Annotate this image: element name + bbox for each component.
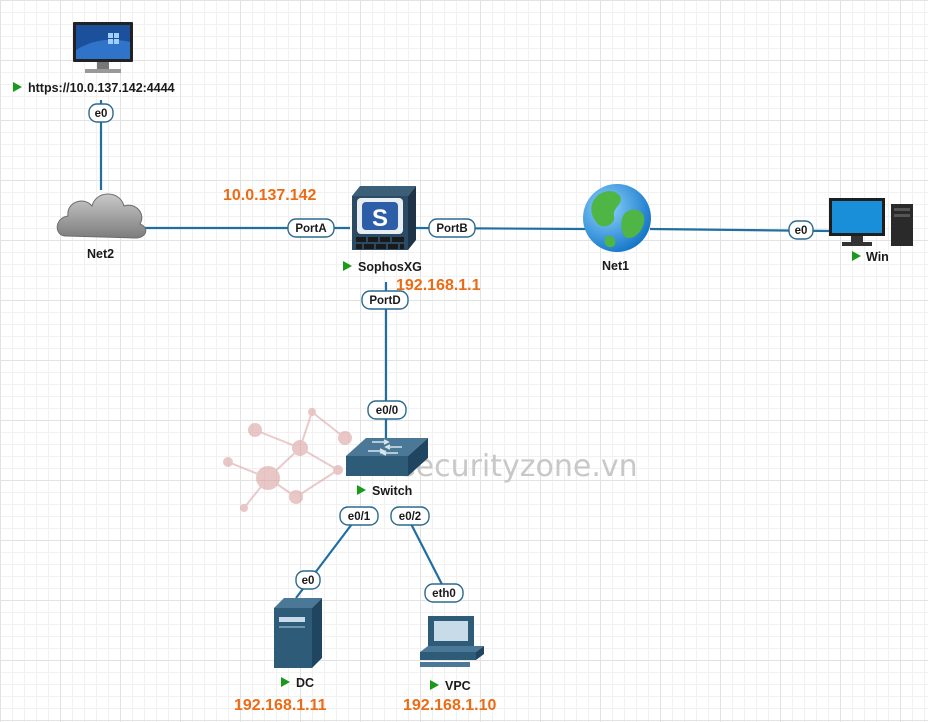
links bbox=[99, 100, 831, 601]
server-tower-icon bbox=[274, 598, 322, 668]
svg-text:e0: e0 bbox=[302, 575, 315, 587]
running-indicator-icon bbox=[281, 677, 290, 687]
port-label-vpc-eth0[interactable]: eth0 bbox=[424, 583, 464, 603]
monitor-icon bbox=[73, 22, 133, 73]
port-label-switch-e01[interactable]: e0/1 bbox=[339, 506, 379, 526]
node-net1[interactable]: Net1 bbox=[583, 184, 651, 273]
node-sophos[interactable]: S SophosXG bbox=[343, 186, 422, 274]
port-label-porta[interactable]: PortA bbox=[287, 218, 335, 238]
svg-text:e0/1: e0/1 bbox=[348, 511, 371, 523]
node-label-vpc: VPC bbox=[445, 679, 471, 693]
running-indicator-icon bbox=[852, 251, 861, 261]
node-label-mgmt: https://10.0.137.142:4444 bbox=[28, 81, 175, 95]
running-indicator-icon bbox=[357, 485, 366, 495]
node-label-win: Win bbox=[866, 250, 889, 264]
ip-label-dc: 192.168.1.11 bbox=[234, 697, 327, 714]
port-label-portb[interactable]: PortB bbox=[428, 218, 476, 238]
ip-label-lan: 192.168.1.1 bbox=[396, 277, 481, 294]
node-win[interactable]: Win bbox=[829, 198, 913, 264]
ip-label-vpc: 192.168.1.10 bbox=[403, 697, 497, 714]
svg-text:e0: e0 bbox=[795, 225, 808, 237]
port-label-win-e0[interactable]: e0 bbox=[788, 220, 814, 240]
workstation-icon bbox=[420, 616, 484, 667]
svg-text:e0/2: e0/2 bbox=[399, 511, 421, 523]
svg-text:eth0: eth0 bbox=[432, 588, 456, 600]
running-indicator-icon bbox=[430, 680, 439, 690]
ip-annotations: 10.0.137.142 192.168.1.1 192.168.1.11 19… bbox=[223, 187, 497, 714]
node-label-net2: Net2 bbox=[87, 247, 114, 261]
node-label-switch: Switch bbox=[372, 484, 412, 498]
node-label-dc: DC bbox=[296, 676, 314, 690]
svg-text:PortB: PortB bbox=[436, 223, 467, 235]
port-label-switch-e02[interactable]: e0/2 bbox=[390, 506, 430, 526]
running-indicator-icon bbox=[343, 261, 352, 271]
port-label-portd[interactable]: PortD bbox=[361, 290, 409, 310]
port-label-switch-e00[interactable]: e0/0 bbox=[367, 400, 407, 420]
port-label-dc-e0[interactable]: e0 bbox=[295, 570, 321, 590]
node-label-net1: Net1 bbox=[602, 259, 629, 273]
port-labels: e0 PortA PortB PortD e0 e0/0 e0/1 e0/2 bbox=[88, 103, 814, 603]
watermark-text: securityzone.vn bbox=[400, 449, 638, 484]
svg-text:PortA: PortA bbox=[295, 223, 326, 235]
svg-text:S: S bbox=[372, 205, 388, 232]
svg-text:e0/0: e0/0 bbox=[376, 405, 398, 417]
node-vpc[interactable]: VPC bbox=[420, 616, 484, 693]
switch-icon bbox=[346, 438, 428, 476]
node-dc[interactable]: DC bbox=[274, 598, 322, 690]
sophos-firewall-icon: S bbox=[352, 186, 416, 250]
node-mgmt-pc[interactable]: https://10.0.137.142:4444 bbox=[13, 22, 175, 95]
node-net2[interactable]: Net2 bbox=[56, 193, 147, 261]
cloud-icon bbox=[56, 193, 147, 239]
running-indicator-icon bbox=[13, 82, 22, 92]
node-label-sophos: SophosXG bbox=[358, 260, 422, 274]
globe-icon bbox=[583, 184, 651, 252]
desktop-pc-icon bbox=[829, 198, 913, 246]
watermark-logo bbox=[223, 408, 352, 512]
svg-text:e0: e0 bbox=[95, 108, 108, 120]
node-switch[interactable]: Switch bbox=[346, 438, 428, 498]
port-label-mgmt-e0[interactable]: e0 bbox=[88, 103, 114, 123]
ip-label-porta: 10.0.137.142 bbox=[223, 187, 317, 204]
svg-text:PortD: PortD bbox=[369, 295, 400, 307]
